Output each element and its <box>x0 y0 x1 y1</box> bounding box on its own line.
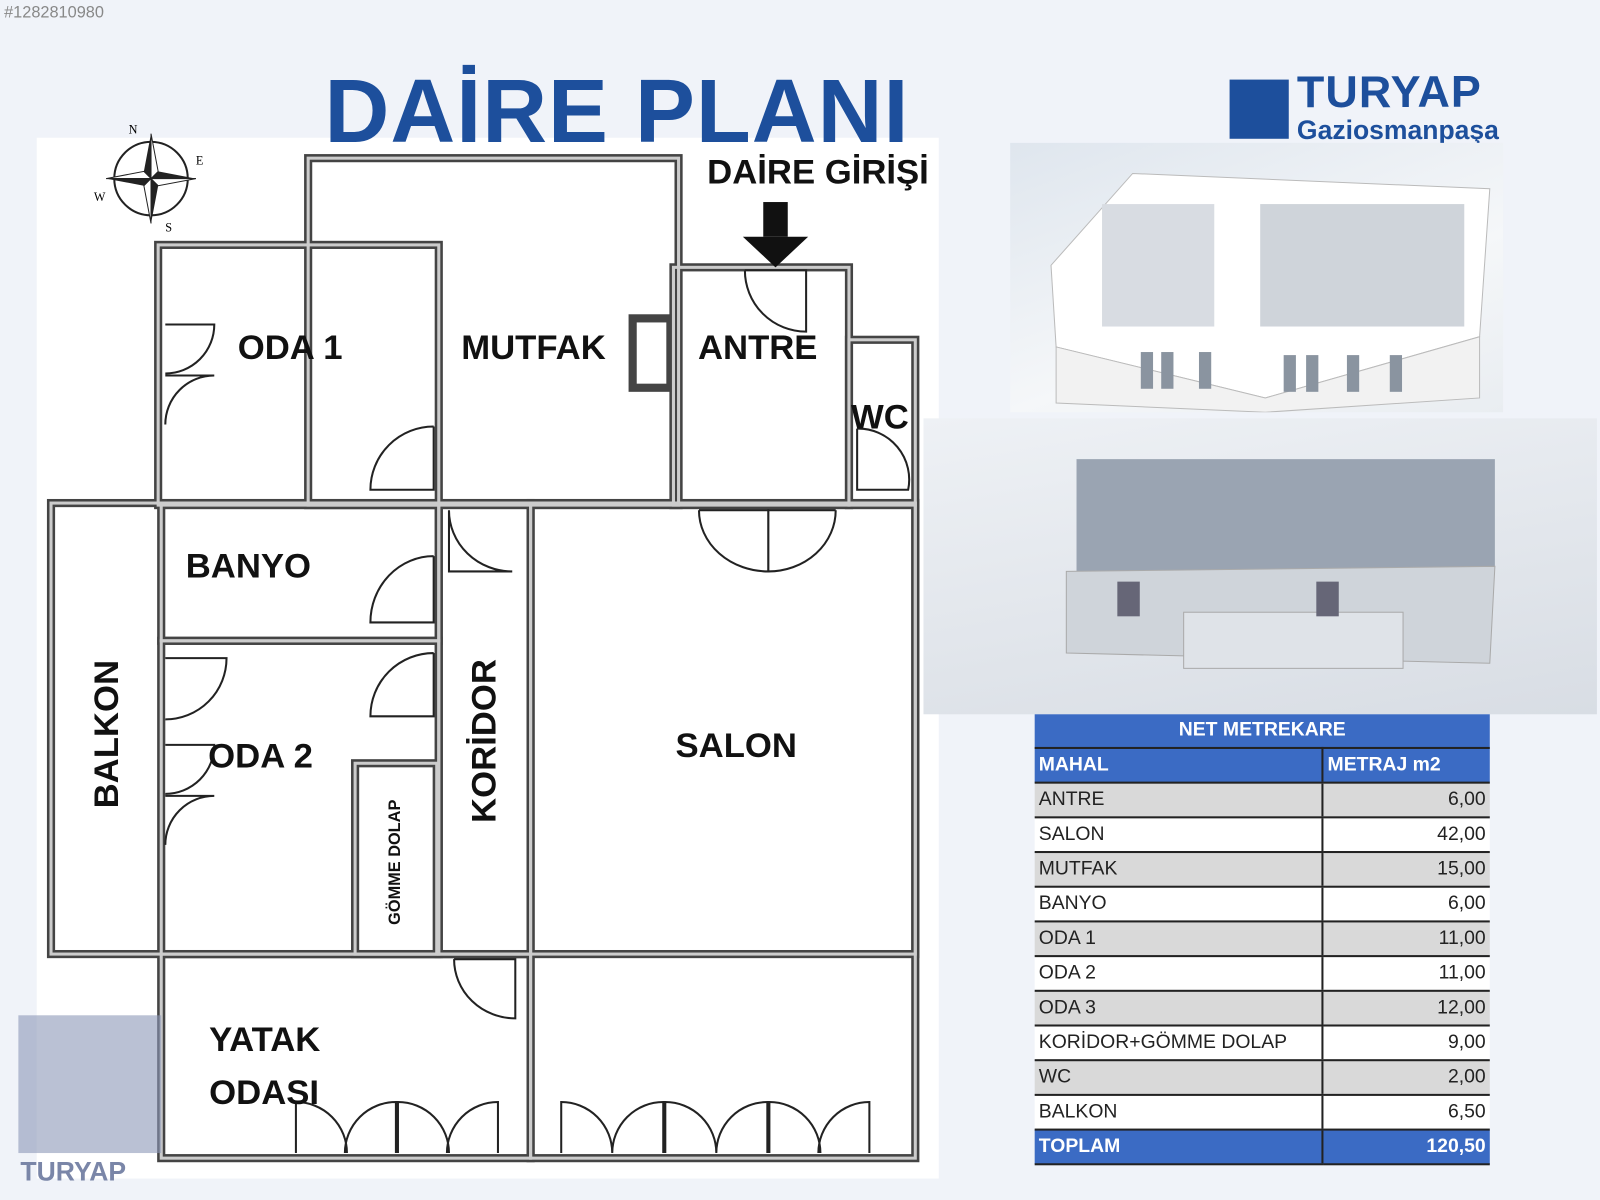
room-area: 6,50 <box>1321 1094 1490 1131</box>
doors <box>164 269 911 1154</box>
room-yatak-line2: ODASI <box>209 1073 320 1113</box>
compass-w: W <box>93 189 106 205</box>
room-area: 11,00 <box>1321 921 1490 958</box>
room-name: ANTRE <box>1034 782 1323 819</box>
room-area: 9,00 <box>1321 1025 1490 1062</box>
room-area: 6,00 <box>1321 886 1490 923</box>
room-name: MUTFAK <box>1034 852 1323 888</box>
floor-plan <box>46 133 920 1163</box>
room-oda2: ODA 2 <box>208 736 313 776</box>
room-balkon: BALKON <box>87 659 127 809</box>
total-label: TOPLAM <box>1034 1129 1323 1166</box>
room-salon: SALON <box>675 726 797 766</box>
room-antre: ANTRE <box>697 328 818 368</box>
page-title: DAİRE PLANI <box>324 60 910 162</box>
table-title: NET METREKARE <box>1034 714 1490 749</box>
room-name: ODA 3 <box>1034 990 1323 1027</box>
room-name: ODA 2 <box>1034 956 1323 992</box>
room-oda1: ODA 1 <box>237 328 343 368</box>
handshake-icon <box>18 1015 162 1154</box>
compass-icon <box>106 133 197 224</box>
logo-brand: TURYAP <box>1296 67 1482 118</box>
room-mutfak: MUTFAK <box>461 328 606 368</box>
3d-render-side-view <box>923 418 1597 715</box>
compass-n: N <box>128 122 138 137</box>
room-area: 6,00 <box>1321 782 1490 819</box>
room-name: KORİDOR+GÖMME DOLAP <box>1034 1025 1323 1062</box>
room-name: WC <box>1034 1060 1323 1096</box>
room-wc: WC <box>851 397 909 437</box>
header-metraj: METRAJ m2 <box>1321 747 1490 784</box>
room-area: 2,00 <box>1321 1060 1490 1096</box>
image-id: #1282810980 <box>4 4 104 22</box>
logo-city: Gaziosmanpaşa <box>1296 114 1499 145</box>
total-value: 120,50 <box>1321 1129 1490 1166</box>
watermark-brand: TURYAP <box>20 1156 127 1187</box>
header-mahal: MAHAL <box>1034 747 1323 784</box>
turyap-logo: TURYAP Gaziosmanpaşa <box>1229 67 1546 145</box>
entrance-label: DAİRE GİRİŞİ <box>707 153 929 192</box>
room-gomme-dolap: GÖMME DOLAP <box>386 799 405 925</box>
turyap-watermark: TURYAP <box>18 1015 171 1188</box>
room-area: 42,00 <box>1321 817 1490 854</box>
room-name: ODA 1 <box>1034 921 1323 958</box>
compass-s: S <box>165 220 173 235</box>
room-name: BALKON <box>1034 1094 1323 1131</box>
room-name: BANYO <box>1034 886 1323 923</box>
room-yatak-line1: YATAK <box>209 1020 321 1060</box>
room-name: SALON <box>1034 817 1323 854</box>
3d-render-top-view <box>1010 142 1504 413</box>
room-banyo: BANYO <box>185 546 312 586</box>
room-koridor: KORİDOR <box>464 659 504 823</box>
room-area: 12,00 <box>1321 990 1490 1027</box>
room-area: 15,00 <box>1321 852 1490 888</box>
compass-e: E <box>195 153 204 168</box>
room-area: 11,00 <box>1321 956 1490 992</box>
entrance-arrow-icon <box>742 202 809 268</box>
handshake-icon <box>1229 79 1289 139</box>
